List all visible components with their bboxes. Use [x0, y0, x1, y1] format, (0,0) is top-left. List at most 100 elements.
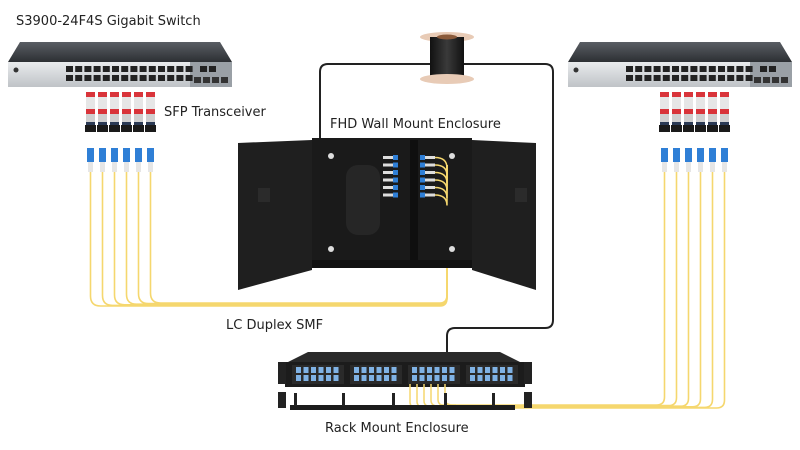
- rj45-port: [66, 75, 73, 81]
- lc-adapter: [420, 170, 425, 175]
- lc-adapter: [500, 375, 505, 381]
- lc-adapter: [384, 367, 389, 373]
- lc-adapter: [311, 375, 316, 381]
- lc-adapter: [393, 155, 398, 160]
- enclosure-door-right: [472, 140, 536, 290]
- rj45-port: [158, 75, 165, 81]
- lc-adapter: [369, 367, 374, 373]
- lc-adapter: [393, 170, 398, 175]
- console-port: [200, 66, 207, 72]
- lc-adapter: [420, 162, 425, 168]
- rj45-port: [102, 66, 110, 72]
- lc-adapter: [391, 375, 397, 381]
- cable-label: LC Duplex SMF: [226, 318, 324, 333]
- fiber-cable: [434, 165, 448, 206]
- switch-sfp-panel: [190, 62, 232, 87]
- rj45-port: [93, 66, 101, 72]
- patch-connector: [425, 171, 435, 174]
- sfp-port: [772, 77, 779, 83]
- lc-adapter: [470, 367, 475, 373]
- rj45-port: [635, 66, 643, 72]
- rj45-port: [148, 75, 156, 81]
- enclosure-body: [312, 138, 472, 268]
- lc-adapter: [361, 375, 367, 381]
- lc-adapter: [303, 367, 309, 373]
- switch-sfp-panel: [750, 62, 792, 87]
- lc-adapter: [318, 367, 324, 373]
- lc-adapter: [500, 367, 505, 373]
- rj45-port: [130, 75, 138, 81]
- rj45-port: [626, 75, 633, 81]
- sfp-transceiver: [683, 92, 694, 132]
- patch-connector: [425, 186, 435, 189]
- rj45-port: [121, 75, 129, 81]
- lc-adapter: [412, 367, 417, 373]
- lc-adapter: [361, 367, 367, 373]
- rj45-port: [736, 66, 744, 72]
- rj45-port: [102, 75, 110, 81]
- switch-top: [568, 42, 792, 62]
- pigtail: [383, 163, 393, 167]
- rj45-port: [681, 66, 689, 72]
- lc-connector: [709, 148, 716, 172]
- lc-adapter: [393, 185, 398, 190]
- lc-connector: [111, 148, 118, 172]
- lc-adapter: [354, 367, 359, 373]
- lc-adapter: [485, 375, 490, 381]
- lc-adapter: [296, 367, 301, 373]
- rj45-port: [653, 66, 661, 72]
- rj45-port: [690, 75, 698, 81]
- lc-adapter: [449, 375, 455, 381]
- mtp-cassette: [292, 365, 344, 384]
- fiber-bundle-right: [440, 172, 726, 409]
- switch-left: [8, 42, 232, 87]
- lc-adapter: [434, 367, 440, 373]
- pigtail: [383, 171, 393, 174]
- lc-adapter: [393, 192, 398, 198]
- console-port: [760, 66, 767, 72]
- rj45-port: [727, 66, 735, 72]
- rj45-port: [690, 66, 698, 72]
- lc-adapter: [420, 185, 425, 190]
- lc-adapter: [420, 177, 425, 183]
- rj45-port: [662, 75, 670, 81]
- switch-label: S3900-24F4S Gigabit Switch: [16, 14, 201, 29]
- rj45-port: [708, 75, 716, 81]
- lc-adapter: [477, 367, 483, 373]
- sfp-port: [194, 77, 201, 83]
- rj45-port: [718, 75, 725, 81]
- mtp-cassette: [408, 365, 460, 384]
- lc-adapter: [492, 375, 498, 381]
- sfp-transceiver: [97, 92, 108, 132]
- lc-adapter: [507, 367, 513, 373]
- lc-adapter: [470, 375, 475, 381]
- rj45-port: [745, 66, 753, 72]
- lc-connector: [685, 148, 692, 172]
- lc-connector: [99, 148, 106, 172]
- rj45-port: [139, 66, 147, 72]
- lc-adapter: [393, 177, 398, 183]
- sfp-transceiver: [109, 92, 120, 132]
- wall-enclosure-label: FHD Wall Mount Enclosure: [330, 117, 501, 132]
- rj45-port: [112, 66, 119, 72]
- rj45-port: [84, 66, 92, 72]
- sfp-label: SFP Transceiver: [164, 105, 266, 120]
- rj45-port: [672, 66, 679, 72]
- lc-adapter: [419, 367, 425, 373]
- cable-management-bar: [278, 392, 532, 410]
- mtp-cassette: [350, 365, 402, 384]
- rj45-port: [130, 66, 138, 72]
- rj45-port: [176, 75, 184, 81]
- sfp-port: [763, 77, 770, 83]
- rj45-port: [626, 66, 633, 72]
- patch-connector: [425, 193, 435, 197]
- rj45-port: [75, 75, 83, 81]
- lc-connector: [123, 148, 130, 172]
- lc-adapter: [393, 162, 398, 168]
- sfp-transceiver: [133, 92, 144, 132]
- brand-logo-icon: [13, 67, 19, 73]
- sfp-port: [754, 77, 761, 83]
- mtp-cassette: [466, 365, 518, 384]
- pigtail: [383, 156, 393, 159]
